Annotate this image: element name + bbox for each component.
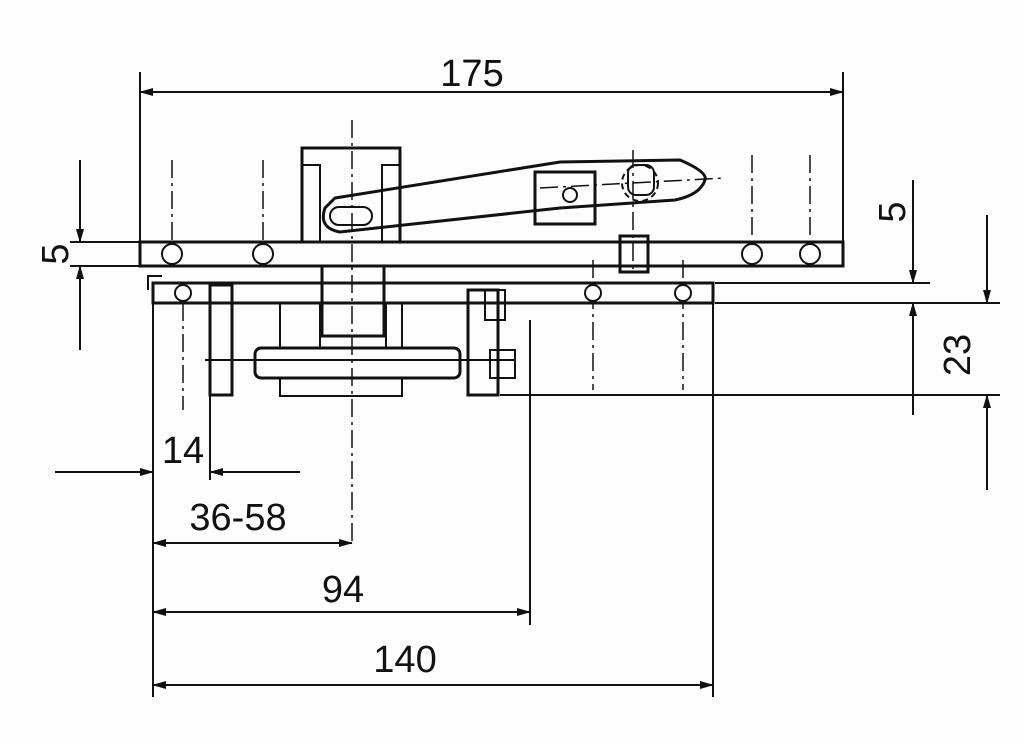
closer-arm (321, 158, 726, 274)
dim-label-94: 94 (322, 569, 364, 611)
spindle-assembly (205, 283, 516, 397)
dim-lower-plate-thickness: 5 (715, 180, 1000, 415)
lower-plate (147, 275, 715, 305)
dim-label-23: 23 (937, 334, 979, 376)
dim-overall-width: 175 (139, 53, 844, 242)
top-plate (138, 240, 845, 268)
dim-label-14: 14 (162, 430, 204, 472)
dim-label-36-58: 36-58 (189, 497, 286, 539)
arm-bracket (279, 146, 403, 397)
dim-lower-height: 23 (500, 215, 1000, 490)
dim-label-175: 175 (440, 53, 503, 95)
center-lines (171, 120, 811, 545)
bottom-dimensions: 14 36-58 94 140 (55, 303, 714, 697)
dim-label-5-left: 5 (35, 243, 77, 264)
dim-label-5-right: 5 (872, 201, 914, 222)
dim-label-140: 140 (373, 639, 436, 681)
dim-top-plate-thickness: 5 (35, 160, 140, 350)
